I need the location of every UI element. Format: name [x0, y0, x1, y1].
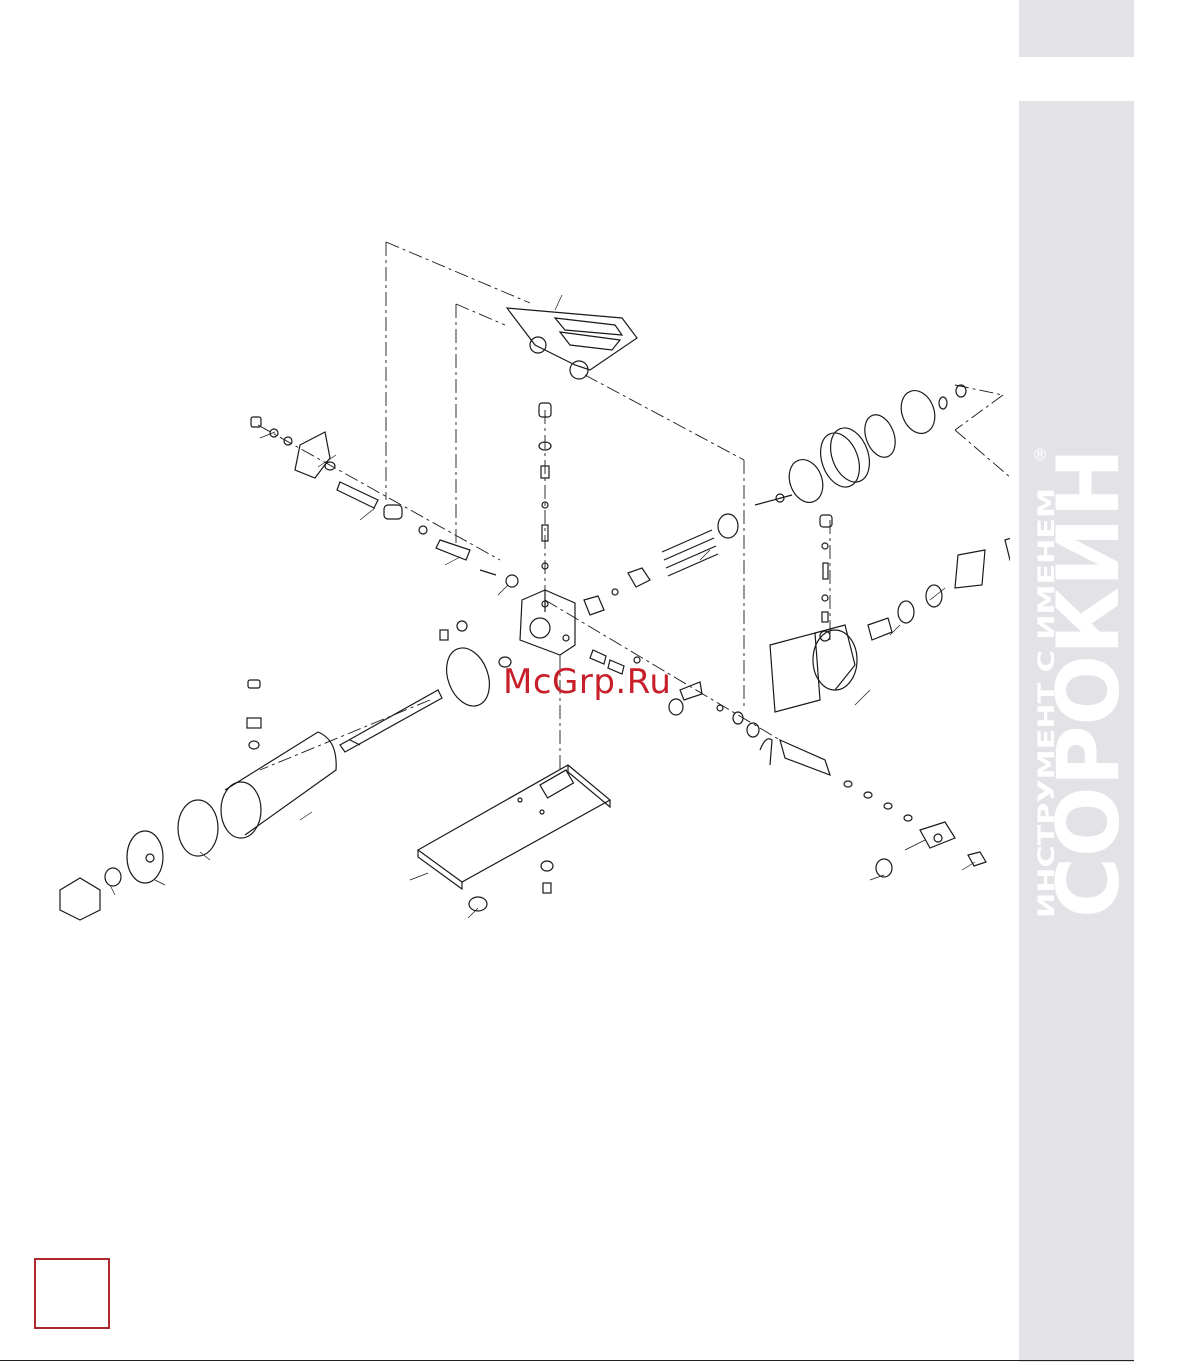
brand-logo: СОРОКИН ИНСТРУМЕНТ С ИМЕНЕМ ® — [1030, 440, 1130, 920]
spring-assembly — [584, 494, 792, 615]
bottom-rule — [0, 1360, 1134, 1361]
tie-rod — [340, 690, 442, 752]
fitting-parts-lower-right — [747, 723, 986, 877]
piston-seal-set — [783, 385, 966, 507]
base-plate — [418, 765, 610, 911]
reservoir-cylinder — [60, 680, 336, 920]
watermark-text: McGrp.Ru — [503, 662, 671, 702]
page-number-box — [34, 1258, 110, 1329]
registered-mark: ® — [1032, 445, 1048, 464]
lever-parts-left — [251, 417, 518, 587]
reservoir-block-right — [770, 513, 1010, 712]
pedal-part — [507, 308, 637, 379]
sidebar-top-block — [1019, 0, 1134, 57]
pump-body-part — [440, 590, 575, 655]
brand-tagline: ИНСТРУМЕНТ С ИМЕНЕМ — [1035, 488, 1060, 918]
large-o-ring — [439, 642, 497, 712]
exploded-parts-diagram — [0, 0, 1010, 950]
